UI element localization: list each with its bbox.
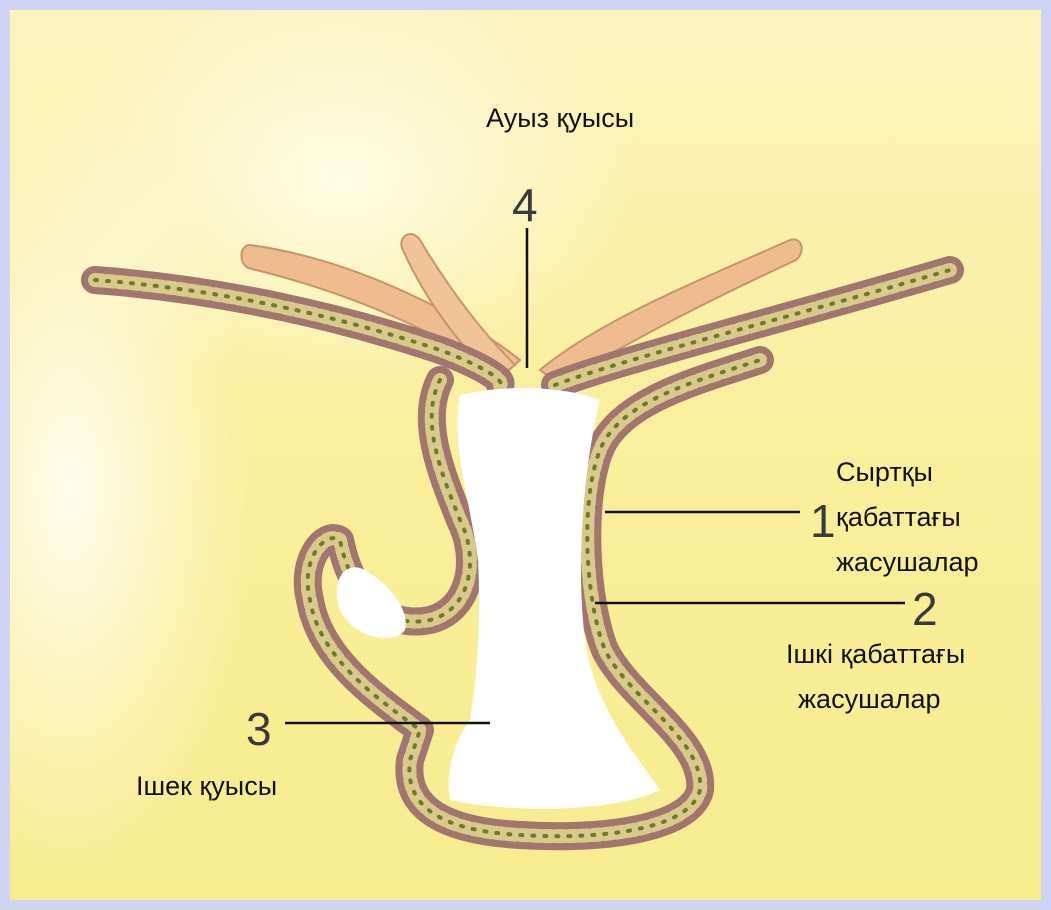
label-mouth-cavity: Ауыз қуысы	[486, 100, 634, 136]
label-gut-cavity: Ішек қуысы	[136, 768, 277, 804]
label-outer-line2: қабаттағы	[836, 502, 961, 532]
number-2: 2	[912, 586, 938, 632]
label-outer-line3: жасушалар	[836, 547, 979, 577]
label-inner-line1: Ішкі қабаттағы	[786, 639, 965, 669]
number-1: 1	[810, 498, 836, 544]
side-bud-cavity	[337, 567, 406, 638]
gut-cavity	[449, 388, 660, 809]
label-outer-line1: Сыртқы	[836, 457, 933, 487]
label-inner-line2: жасушалар	[786, 684, 941, 714]
diagram-frame: Ауыз қуысы Сыртқы қабаттағы жасушалар Іш…	[10, 10, 1041, 900]
number-3: 3	[246, 706, 272, 752]
label-inner-cells: Ішкі қабаттағы жасушалар	[786, 632, 965, 722]
number-4: 4	[512, 182, 538, 228]
label-outer-cells: Сыртқы қабаттағы жасушалар	[836, 450, 979, 585]
